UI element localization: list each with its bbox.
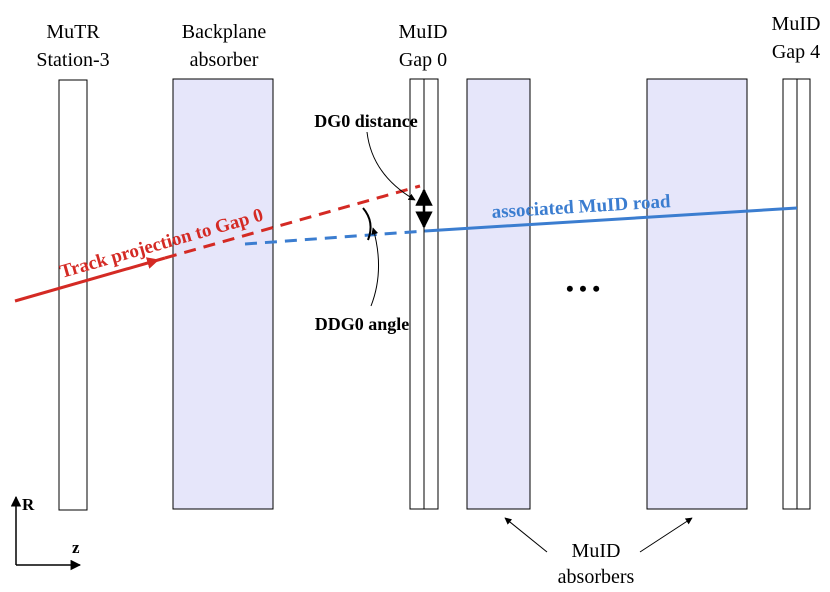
gap4-label-line2: Gap 4: [772, 41, 820, 63]
backplane-label-line2: absorber: [190, 49, 259, 71]
muid-absorber-2: [646, 78, 748, 510]
absorbers-label-line1: MuID: [572, 540, 621, 562]
mutr-station-plane: [58, 79, 88, 511]
z-axis-label: z: [72, 538, 80, 557]
dg0-pointer: [366, 131, 416, 201]
ddg0-angle-arc: [362, 207, 372, 241]
gap0-label-line1: MuID: [399, 21, 448, 43]
road-dashed-line: [244, 229, 426, 246]
track-direction-arrow: [119, 257, 160, 272]
mutr-label-line1: MuTR: [46, 21, 100, 43]
mutr-label-line2: Station-3: [36, 49, 109, 71]
backplane-label-line1: Backplane: [182, 21, 267, 43]
muid-absorber-1: [466, 78, 531, 510]
road-solid-line: [424, 206, 798, 233]
absorbers-pointer-left: [504, 517, 548, 553]
backplane-absorber: [172, 78, 274, 510]
r-axis-label: R: [22, 495, 35, 514]
ddg0-pointer: [370, 227, 380, 307]
ellipsis-dots: • • •: [566, 276, 600, 301]
ddg0-label: DDG0 angle: [315, 314, 410, 334]
absorbers-pointer-right: [639, 517, 693, 553]
gap4-label-line1: MuID: [772, 13, 821, 35]
gap0-label-line2: Gap 0: [399, 49, 447, 71]
dg0-label: DG0 distance: [314, 111, 418, 131]
absorbers-label-line2: absorbers: [558, 566, 635, 588]
track-dashed-line: [164, 184, 421, 260]
